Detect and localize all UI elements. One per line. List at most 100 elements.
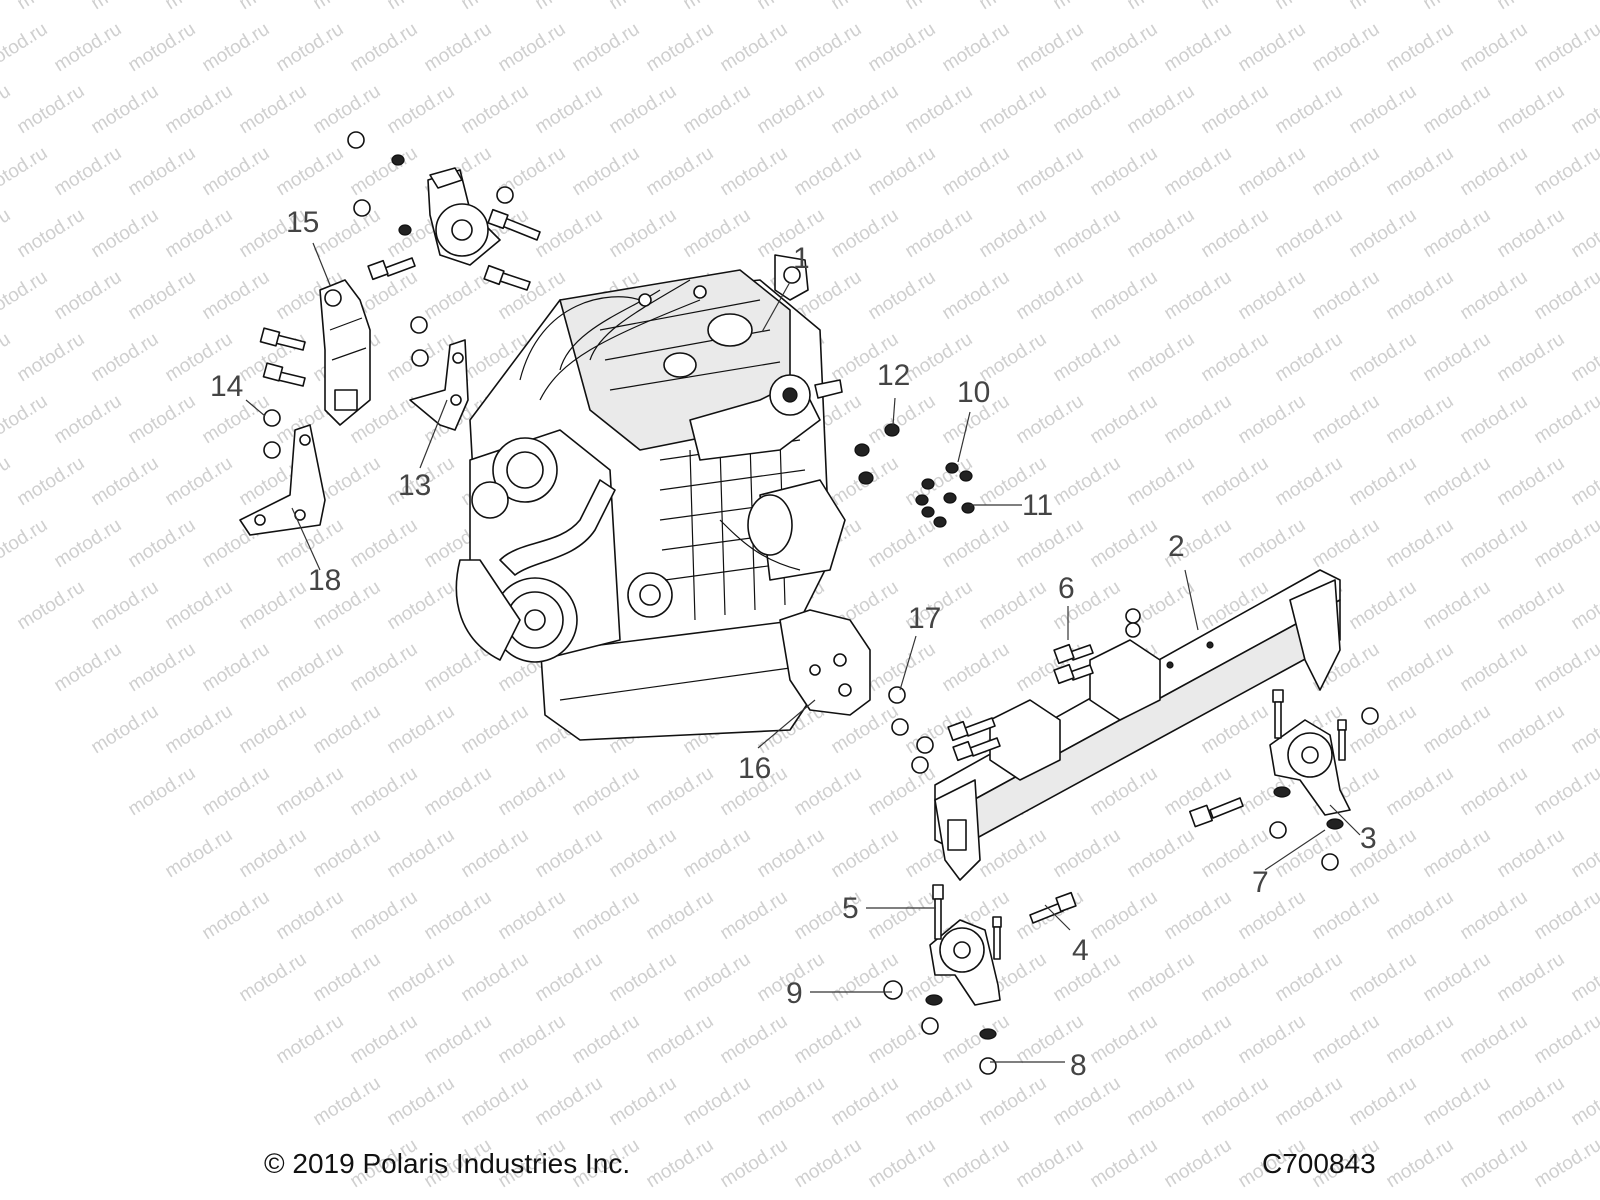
watermark-text: motod.ru [1383, 143, 1458, 201]
engine-assembly [455, 254, 846, 741]
watermark-text: motod.ru [865, 887, 940, 945]
watermark-text: motod.ru [1420, 825, 1495, 883]
watermark-text: motod.ru [1050, 81, 1125, 139]
watermark-text: motod.ru [754, 205, 829, 263]
watermark-text: motod.ru [1013, 639, 1088, 697]
watermark-text: motod.ru [1124, 825, 1199, 883]
watermark-text: motod.ru [865, 391, 940, 449]
watermark-text: motod.ru [1198, 329, 1273, 387]
watermark-text: motod.ru [310, 205, 385, 263]
watermark-text: motod.ru [1568, 329, 1600, 387]
watermark-text: motod.ru [976, 1073, 1051, 1131]
watermark-text: motod.ru [1383, 1135, 1458, 1193]
watermark-text: motod.ru [458, 0, 533, 14]
watermark-text: motod.ru [1383, 515, 1458, 573]
watermark-text: motod.ru [347, 887, 422, 945]
watermark-text: motod.ru [1457, 1011, 1532, 1069]
watermark-text: motod.ru [458, 81, 533, 139]
watermark-text: motod.ru [939, 143, 1014, 201]
watermark-text: motod.ru [1198, 453, 1273, 511]
watermark-text: motod.ru [458, 949, 533, 1007]
watermark-text: motod.ru [1309, 143, 1384, 201]
callout-6: 6 [1058, 572, 1075, 605]
watermark-text: motod.ru [1494, 1073, 1569, 1131]
watermark-text: motod.ru [939, 515, 1014, 573]
callout-3: 3 [1360, 822, 1377, 855]
watermark-text: motod.ru [939, 19, 1014, 77]
watermark-text: motod.ru [828, 81, 903, 139]
watermark-text: motod.ru [236, 0, 311, 14]
watermark-text: motod.ru [1346, 1073, 1421, 1131]
watermark-text: motod.ru [1531, 143, 1600, 201]
watermark-text: motod.ru [1420, 949, 1495, 1007]
watermark-text: motod.ru [347, 143, 422, 201]
watermark-text: motod.ru [1494, 205, 1569, 263]
watermark-text: motod.ru [0, 205, 14, 263]
callout-1: 1 [793, 242, 810, 275]
watermark-text: motod.ru [495, 887, 570, 945]
watermark-text: motod.ru [14, 329, 89, 387]
watermark-text: motod.ru [0, 391, 51, 449]
watermark-text: motod.ru [1383, 19, 1458, 77]
watermark-text: motod.ru [791, 19, 866, 77]
watermark-text: motod.ru [754, 81, 829, 139]
watermark-text: motod.ru [532, 949, 607, 1007]
watermark-text: motod.ru [310, 1073, 385, 1131]
callout-8: 8 [1070, 1049, 1087, 1082]
watermark-text: motod.ru [1457, 639, 1532, 697]
watermark-text: motod.ru [1420, 1073, 1495, 1131]
callout-12: 12 [877, 359, 910, 392]
watermark-text: motod.ru [1494, 453, 1569, 511]
watermark-text: motod.ru [125, 143, 200, 201]
watermark-text: motod.ru [1013, 515, 1088, 573]
watermark-text: motod.ru [1420, 205, 1495, 263]
watermark-text: motod.ru [1124, 453, 1199, 511]
watermark-text: motod.ru [1383, 763, 1458, 821]
watermark-text: motod.ru [1420, 453, 1495, 511]
watermark-text: motod.ru [310, 701, 385, 759]
watermark-text: motod.ru [1124, 81, 1199, 139]
watermark-text: motod.ru [1087, 515, 1162, 573]
bracket-16 [779, 609, 871, 716]
watermark-text: motod.ru [1272, 81, 1347, 139]
watermark-text: motod.ru [1457, 887, 1532, 945]
watermark-text: motod.ru [458, 1073, 533, 1131]
watermark-text: motod.ru [1309, 1011, 1384, 1069]
watermark-text: motod.ru [939, 1135, 1014, 1193]
watermark-text: motod.ru [1494, 577, 1569, 635]
watermark-text: motod.ru [1346, 329, 1421, 387]
watermark-text: motod.ru [0, 329, 14, 387]
watermark-text: motod.ru [347, 19, 422, 77]
watermark-text: motod.ru [680, 825, 755, 883]
watermark-text: motod.ru [865, 639, 940, 697]
watermark-text: motod.ru [384, 577, 459, 635]
watermark-text: motod.ru [125, 515, 200, 573]
watermark-text: motod.ru [0, 267, 51, 325]
watermark-text: motod.ru [754, 0, 829, 14]
watermark-text: motod.ru [717, 887, 792, 945]
watermark-text: motod.ru [643, 763, 718, 821]
watermark-text: motod.ru [1568, 1073, 1600, 1131]
watermark-text: motod.ru [1161, 1011, 1236, 1069]
watermark-text: motod.ru [1161, 267, 1236, 325]
watermark-text: motod.ru [1087, 267, 1162, 325]
watermark-text: motod.ru [606, 0, 681, 14]
watermark-text: motod.ru [347, 1011, 422, 1069]
watermark-text: motod.ru [606, 949, 681, 1007]
watermark-text: motod.ru [828, 0, 903, 14]
watermark-text: motod.ru [1013, 391, 1088, 449]
watermark-text: motod.ru [0, 19, 51, 77]
watermark-text: motod.ru [1087, 1135, 1162, 1193]
watermark-text: motod.ru [1050, 205, 1125, 263]
engine-mount-lower [929, 919, 1001, 1006]
watermark-text: motod.ru [1198, 205, 1273, 263]
watermark-text: motod.ru [1568, 205, 1600, 263]
watermark-text: motod.ru [384, 701, 459, 759]
watermark-text: motod.ru [88, 577, 163, 635]
watermark-text: motod.ru [976, 81, 1051, 139]
watermark-text: motod.ru [1235, 515, 1310, 573]
watermark-text: motod.ru [236, 577, 311, 635]
callout-16: 16 [738, 752, 771, 785]
watermark-text: motod.ru [51, 391, 126, 449]
